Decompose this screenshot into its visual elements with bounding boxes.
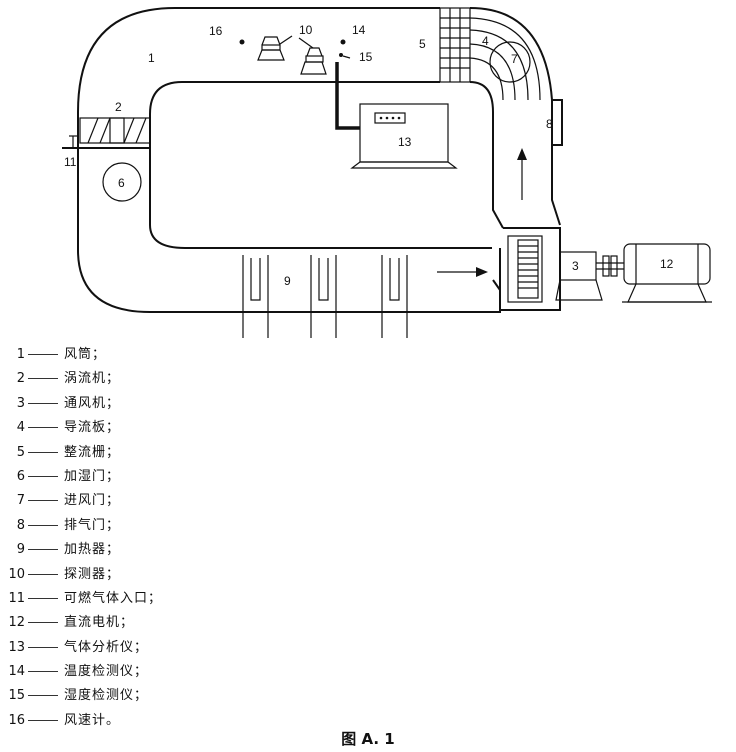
label-12: 12 bbox=[660, 257, 674, 271]
detector-left bbox=[257, 36, 285, 61]
dc-motor bbox=[622, 243, 712, 303]
label-2: 2 bbox=[115, 100, 122, 114]
fan-chamber bbox=[499, 227, 561, 311]
label-9: 9 bbox=[284, 274, 291, 288]
wind-tunnel-diagram: 1 2 3 4 5 6 7 8 9 10 11 12 13 14 15 16 bbox=[62, 7, 712, 338]
fan bbox=[507, 235, 603, 303]
label-6: 6 bbox=[118, 176, 125, 190]
label-1: 1 bbox=[148, 51, 155, 65]
label-4: 4 bbox=[482, 34, 489, 48]
label-11: 11 bbox=[64, 155, 77, 169]
figure-caption: 图 A. 1 bbox=[341, 730, 395, 748]
flow-arrow-right bbox=[437, 267, 488, 277]
label-3: 3 bbox=[572, 259, 579, 273]
duct-outer-wall bbox=[77, 7, 501, 313]
shaft-coupling bbox=[596, 255, 624, 277]
humidifier-door bbox=[102, 162, 142, 202]
detector-right bbox=[300, 47, 327, 75]
duct-inner-wall bbox=[149, 81, 492, 249]
gas-inlet-pipe bbox=[62, 135, 150, 149]
guide-vanes bbox=[469, 17, 541, 101]
exhaust-door bbox=[552, 99, 563, 146]
temperature-sensor bbox=[340, 39, 346, 45]
duct-right-inner bbox=[469, 81, 504, 229]
label-10: 10 bbox=[299, 23, 313, 37]
humidity-sensor bbox=[339, 53, 343, 57]
sampling-tube bbox=[335, 62, 360, 130]
gas-analyzer bbox=[350, 103, 458, 169]
label-5: 5 bbox=[419, 37, 426, 51]
label-16: 16 bbox=[209, 24, 223, 38]
inlet-door bbox=[489, 41, 531, 83]
heaters bbox=[242, 255, 408, 338]
flow-arrow-up bbox=[517, 148, 527, 200]
label-7: 7 bbox=[511, 52, 518, 66]
label-14: 14 bbox=[352, 23, 366, 37]
anemometer bbox=[239, 39, 245, 45]
label-8: 8 bbox=[546, 117, 553, 131]
vortex-machine bbox=[79, 117, 151, 144]
label-15: 15 bbox=[359, 50, 373, 64]
label-13: 13 bbox=[398, 135, 412, 149]
duct-right-outer bbox=[469, 7, 561, 226]
flow-straightener bbox=[439, 7, 471, 83]
